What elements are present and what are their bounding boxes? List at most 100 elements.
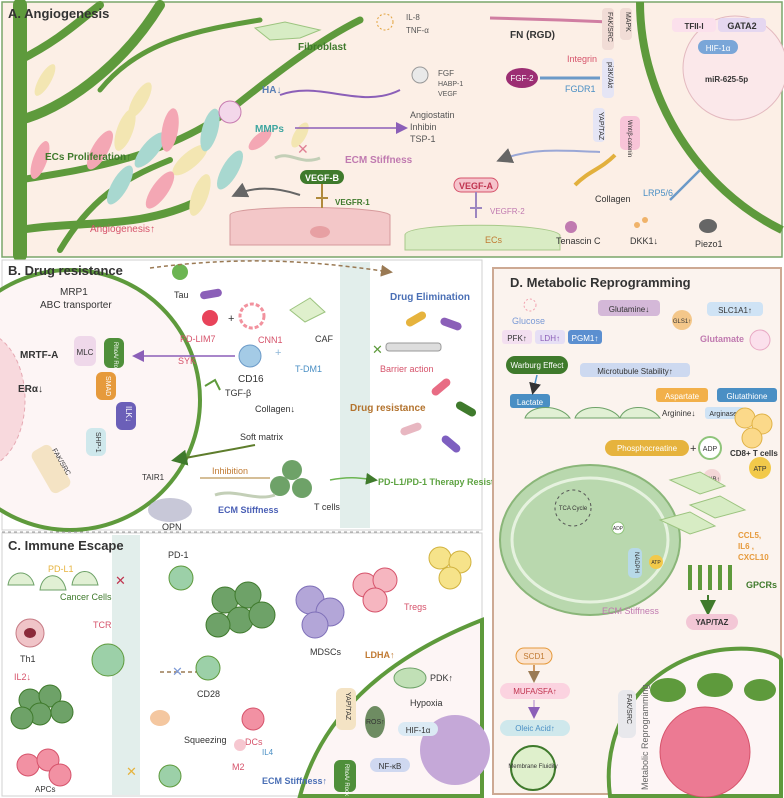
label-fgf: FGF (438, 69, 454, 78)
label-mapk: MAPK (624, 12, 631, 32)
barrier-x-icon: ✕ (372, 342, 383, 357)
label-ccl5: CCL5, (738, 531, 761, 540)
label-lrp56: LRP5/6 (643, 188, 673, 198)
wnt-badge (620, 116, 640, 150)
label-mufa: MUFA/SFA↑ (513, 687, 557, 696)
label-tdm1: T-DM1 (295, 364, 322, 374)
gpcr-receptor (688, 565, 732, 590)
label-inhibin: Inhibin (410, 122, 437, 132)
label-vegfb: VEGF-B (305, 173, 340, 183)
block-x-icon: ✕ (115, 573, 126, 588)
label-membrane: Membrane Fluidity (508, 764, 557, 770)
label-slc1a1: SLC1A1↑ (718, 306, 752, 315)
inhibit-x-icon: ✕ (297, 141, 309, 157)
label-il6: IL6 , (738, 542, 754, 551)
label-tenascin: Tenascin C (556, 236, 601, 246)
label-tgfb: TGF-β (225, 388, 251, 398)
tfii-badge (672, 18, 716, 32)
label-cd28: CD28 (197, 689, 220, 699)
phosphocreatine-badge (605, 440, 689, 456)
label-atp: ATP (753, 466, 766, 473)
opn-molecule (148, 498, 192, 522)
panel-d-title: D. Metabolic Reprogramming (510, 275, 691, 290)
nucleus-d (659, 706, 751, 798)
fibroblast-cell (253, 21, 322, 41)
growth-factor-icon (411, 66, 429, 84)
label-gata2: GATA2 (727, 21, 756, 31)
label-gls1: GLS1↑ (673, 319, 691, 325)
label-ecs-proliferation: ECs Proliferation↑ (45, 152, 131, 163)
m2-cell (234, 739, 246, 751)
label-ilk: ILK↓ (124, 406, 133, 422)
collagen-fiber (573, 153, 617, 187)
dkk1-dot (634, 222, 640, 228)
label-pdlim7: PD-LIM7 (180, 334, 216, 344)
label-fak-src-d: FAK/SRC (625, 694, 632, 724)
membrane-fluidity-icon (510, 745, 556, 791)
yellow-cells (428, 546, 472, 590)
cell-membrane-a (636, 1, 784, 234)
tumor-cells-d (524, 407, 661, 419)
label-hif1a-c: HIF-1α (406, 726, 431, 735)
label-yap-taz-d: YAP/TAZ (696, 618, 729, 627)
th1-nucleus (24, 628, 36, 638)
ecm-fibers (274, 154, 321, 162)
label-ecm-stiffness-a: ECM Stiffness (345, 155, 413, 166)
label-pi3k: pi3K/Akt (606, 62, 613, 88)
label-tau: Tau (174, 290, 189, 300)
label-pgm1: PGM1↑ (572, 334, 599, 343)
label-vegfa: VEGF-A (459, 181, 494, 191)
label-vegfr1: VEGFR-1 (335, 198, 370, 207)
label-warburg: Warburg Effect (511, 361, 565, 370)
nucleus-b (0, 338, 26, 462)
fn-fiber (489, 16, 611, 24)
label-habp1: HABP-1 (438, 81, 463, 88)
label-fgdr1: FGDR1 (565, 84, 596, 94)
label-mlc: MLC (77, 348, 94, 357)
pgm1-badge (568, 330, 602, 344)
label-tcells: T cells (314, 502, 340, 512)
mito-d (697, 673, 733, 697)
label-th1: Th1 (20, 654, 36, 664)
label-soft-matrix: Soft matrix (240, 432, 284, 442)
label-ecm-stiffness-b: ECM Stiffness (218, 505, 279, 515)
mito-d (744, 679, 776, 701)
label-ha: HA↓ (262, 85, 281, 96)
label-mir625: miR-625-5p (705, 75, 748, 84)
label-ecm-stiffness-c: ECM Stiffness↑ (262, 776, 327, 786)
label-atp-small: ATP (651, 560, 661, 566)
label-fibroblast: Fibroblast (298, 42, 347, 53)
piezo1-channel (699, 219, 717, 233)
therapy-arrow (329, 472, 378, 485)
label-hypoxia: Hypoxia (410, 698, 443, 708)
vegfb-badge (300, 170, 344, 184)
mito-c (393, 667, 427, 689)
hif1a-badge-a (698, 40, 738, 54)
label-collagen-down: Collagen↓ (255, 404, 295, 414)
smad-badge (96, 372, 116, 400)
label-drug-elimination: Drug Elimination (390, 292, 470, 303)
gls1-enzyme (672, 310, 692, 330)
fak-src-badge-b (31, 444, 71, 494)
squeezing-cell (150, 710, 170, 726)
drug-elimination-arrow (149, 260, 393, 277)
label-il8: IL-8 (406, 13, 420, 22)
label-tcr: TCR (93, 620, 112, 630)
endothelial-cell-cluster (30, 64, 309, 216)
label-pdk: PDK↑ (430, 673, 453, 683)
hif1a-badge-c (398, 722, 438, 736)
mitochondrion (499, 464, 681, 616)
tenascin-molecule (565, 221, 577, 233)
label-syk: SYK (178, 356, 196, 366)
label-adp-small: ADP (613, 526, 624, 532)
label-pdl1-therapy: PD-L1/PD-1 Therapy Resistance (378, 477, 515, 487)
glutamate-cell (749, 329, 771, 351)
label-shp1: SHP-1 (94, 432, 101, 453)
drug-molecules (200, 288, 477, 453)
ldh-badge (535, 330, 565, 344)
ecm-to-vessel-arrow (231, 182, 301, 198)
panel-a-title: A. Angiogenesis (8, 6, 109, 21)
label-mdscs: MDSCs (310, 647, 341, 657)
rhoa-badge-c (334, 760, 356, 792)
aspartate-badge (656, 388, 708, 402)
